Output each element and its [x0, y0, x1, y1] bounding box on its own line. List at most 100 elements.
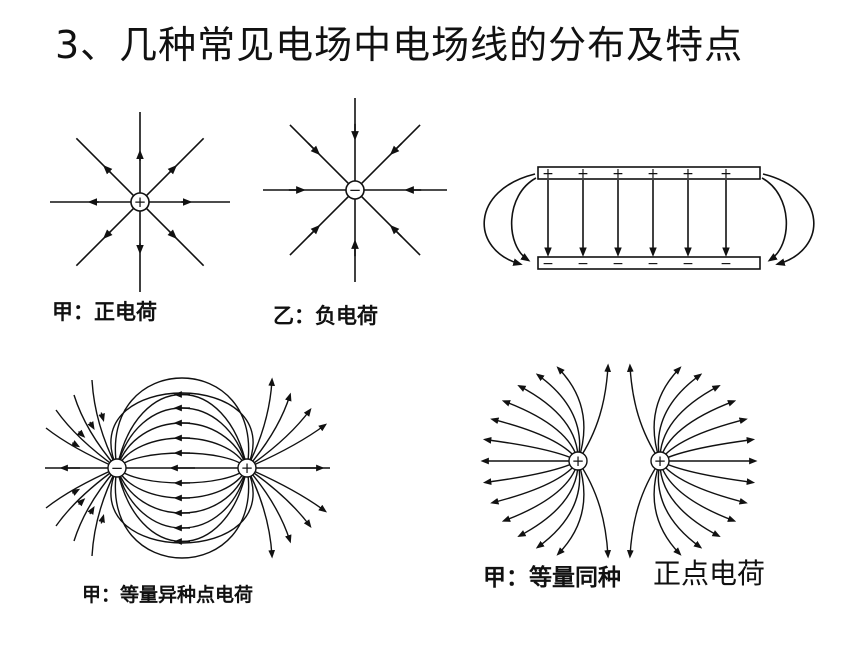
like-left-charge — [568, 451, 588, 471]
repelling-field-line — [556, 460, 585, 556]
plate-minus-sign: − — [647, 256, 659, 272]
negative-charge-diagram: − — [263, 98, 447, 282]
field-arrow — [87, 505, 95, 515]
field-line — [75, 207, 135, 267]
field-arrow — [389, 224, 403, 238]
repelling-field-line — [482, 437, 579, 462]
outer-field-line — [45, 427, 118, 469]
dipole-field-line — [110, 392, 254, 469]
repelling-field-line — [501, 460, 579, 522]
negative-charge — [345, 180, 365, 200]
caption-like-charges-prefix: 甲：等量同种 — [483, 565, 621, 591]
field-line — [145, 137, 205, 197]
plate-minus-sign: − — [542, 256, 554, 272]
outer-field-line — [55, 467, 118, 527]
field-arrow — [71, 440, 81, 448]
outer-field-line — [91, 467, 118, 557]
field-line — [289, 124, 350, 185]
like-left-charge-sign: + — [572, 452, 585, 470]
like-right-charge — [650, 451, 670, 471]
outer-field-line — [246, 407, 312, 469]
dipole-field-line — [116, 467, 248, 543]
unlike-charges-diagram: −+ — [45, 377, 330, 559]
like-charges-diagram: ++ — [480, 363, 758, 559]
field-line — [75, 137, 135, 197]
dipole-positive-charge-sign: + — [241, 459, 254, 477]
field-arrow — [389, 142, 403, 156]
dipole-field-line — [116, 393, 248, 469]
field-arrow — [76, 429, 86, 438]
outer-field-line — [246, 377, 276, 469]
positive-charge — [130, 192, 150, 212]
dipole-field-line — [116, 452, 248, 469]
field-arrow — [167, 229, 178, 240]
outer-field-line — [246, 467, 328, 513]
field-arrow — [71, 488, 81, 496]
repelling-field-line — [657, 373, 703, 462]
repelling-field-line — [659, 460, 756, 485]
repelling-field-line — [626, 460, 661, 559]
dipole-field-line — [110, 467, 254, 544]
outer-field-line — [91, 379, 118, 469]
parallel-plates-diagram: +−+−+−+−+−+− — [483, 166, 815, 272]
repelling-field-line — [653, 366, 682, 462]
outer-field-line — [246, 423, 328, 469]
plate-minus-sign: − — [577, 256, 589, 272]
field-arrow — [87, 421, 95, 431]
field-arrow — [307, 224, 321, 238]
repelling-field-line — [659, 417, 748, 462]
field-arrow — [76, 498, 86, 507]
caption-like-charges-suffix: 正点电荷 — [653, 557, 766, 590]
fringe-line-left-inner — [510, 177, 537, 262]
field-arrow — [102, 229, 113, 240]
repelling-field-line — [626, 363, 661, 462]
plate-plus-sign: + — [647, 166, 659, 182]
repelling-field-line — [659, 460, 748, 505]
dipole-field-line — [116, 467, 248, 484]
repelling-field-line — [659, 400, 737, 462]
fringe-line-right-outer — [762, 173, 815, 266]
dipole-field-line — [114, 377, 250, 469]
like-right-charge-sign: + — [654, 452, 667, 470]
repelling-field-line — [577, 363, 612, 462]
field-line — [360, 195, 421, 256]
positive-plate — [537, 166, 761, 180]
fringe-line-left-outer — [483, 173, 536, 266]
outer-field-line — [246, 467, 276, 559]
plate-plus-sign: + — [542, 166, 554, 182]
positive-charge-diagram: + — [50, 112, 230, 292]
negative-plate — [537, 256, 761, 270]
field-line — [289, 195, 350, 256]
plate-plus-sign: + — [720, 166, 732, 182]
repelling-field-line — [490, 460, 579, 505]
field-arrow — [98, 513, 105, 524]
field-line — [360, 124, 421, 185]
page-title: 3、几种常见电场中电场线的分布及特点 — [55, 23, 744, 67]
repelling-field-line — [657, 460, 703, 549]
plate-plus-sign: + — [682, 166, 694, 182]
repelling-field-line — [577, 460, 612, 559]
field-arrow — [167, 164, 178, 175]
dipole-field-line — [114, 467, 250, 559]
repelling-field-line — [659, 460, 737, 522]
repelling-field-line — [653, 460, 682, 556]
outer-field-line — [45, 467, 118, 509]
field-line — [145, 207, 205, 267]
caption-positive-charge: 甲：正电荷 — [52, 300, 157, 324]
field-arrow — [98, 412, 105, 423]
plate-plus-sign: + — [577, 166, 589, 182]
dipole-negative-charge — [107, 458, 127, 478]
plate-minus-sign: − — [612, 256, 624, 272]
repelling-field-line — [535, 373, 581, 462]
field-arrow — [307, 142, 321, 156]
outer-field-line — [246, 467, 312, 529]
repelling-field-line — [482, 460, 579, 485]
dipole-negative-charge-sign: − — [111, 459, 124, 477]
repelling-field-line — [535, 460, 581, 549]
repelling-field-line — [490, 417, 579, 462]
repelling-field-line — [556, 366, 585, 462]
plate-minus-sign: − — [682, 256, 694, 272]
positive-charge-sign: + — [134, 193, 147, 211]
repelling-field-line — [659, 437, 756, 462]
